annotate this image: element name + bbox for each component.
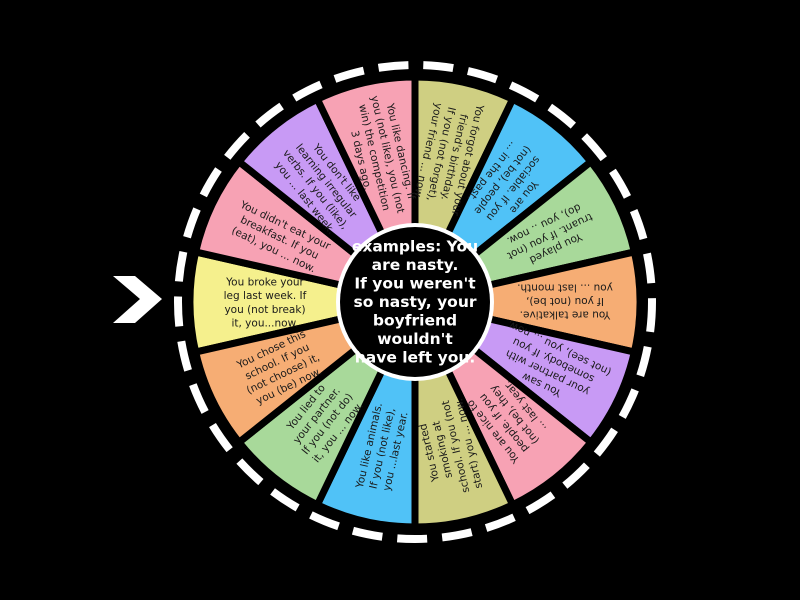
dashed-outer-ring — [174, 61, 656, 543]
chevron-right-icon[interactable] — [113, 276, 162, 323]
segment-label: You are talkative.If you (not be),you ..… — [517, 282, 613, 321]
